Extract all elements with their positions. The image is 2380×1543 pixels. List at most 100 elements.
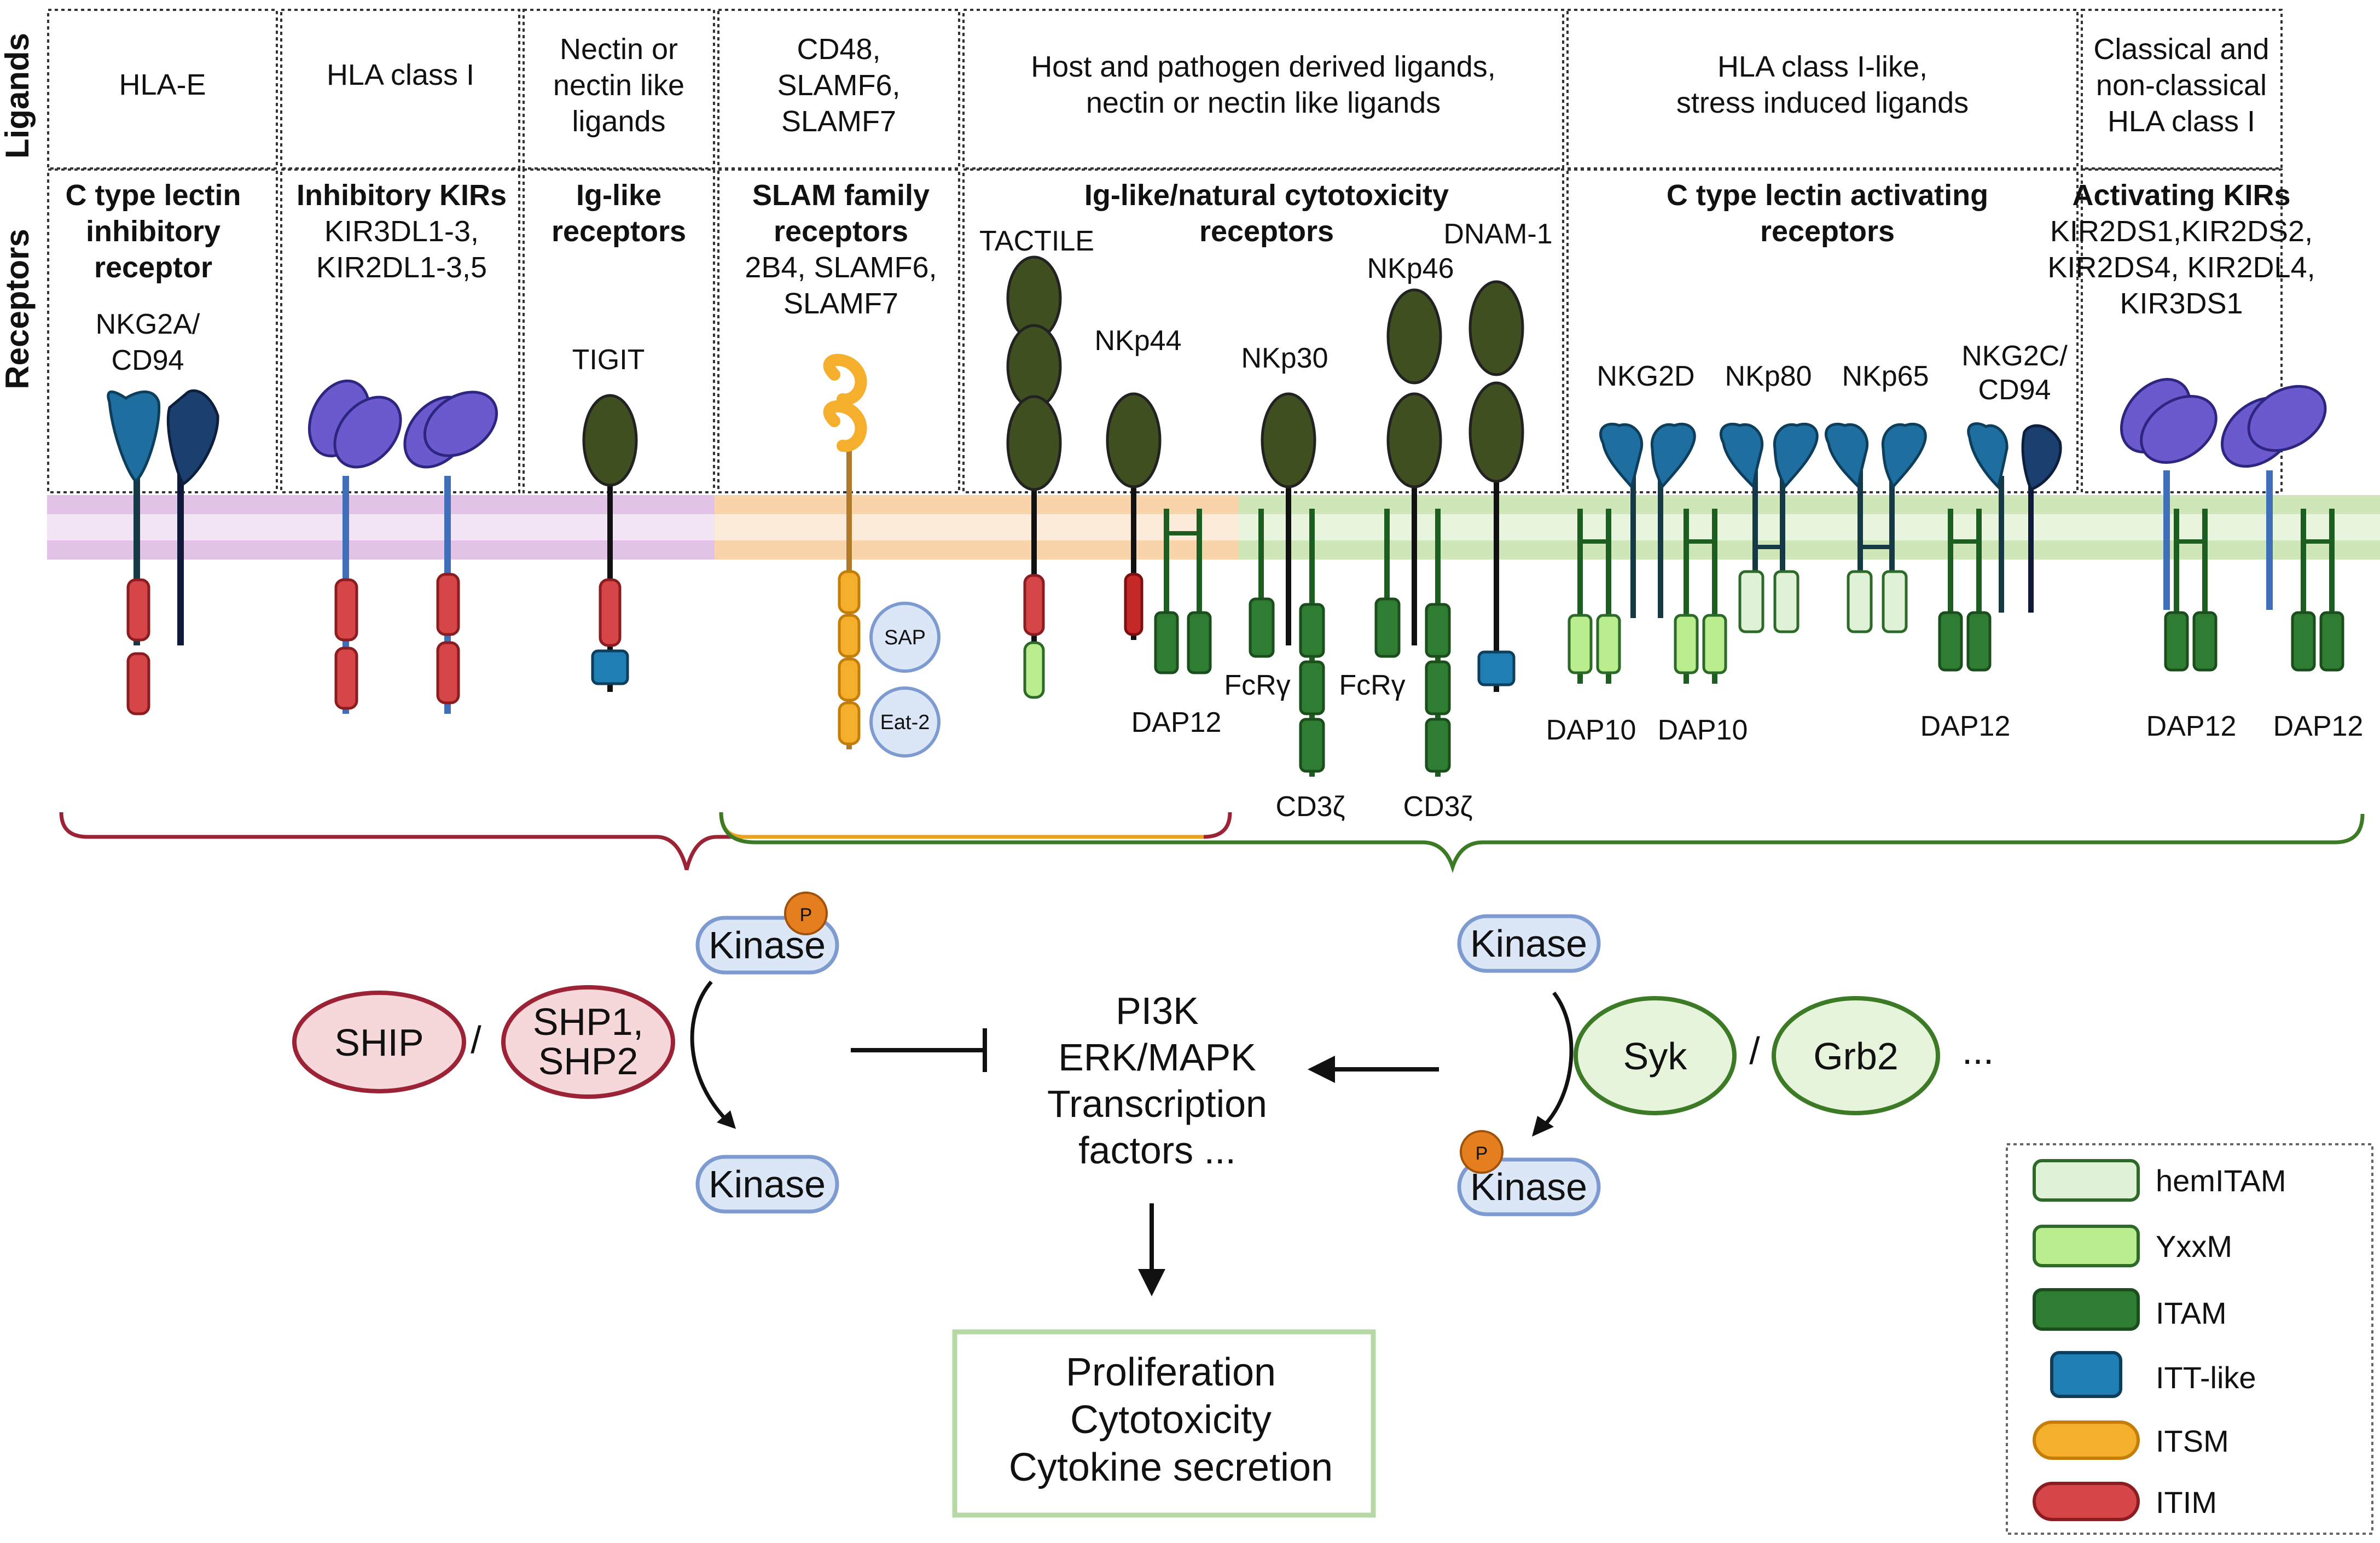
legend-item-hemitam: hemITAM [2033,1159,2286,1202]
activating-kir-receptor [2221,385,2327,610]
receptor-box-7 [2081,168,2283,493]
svg-text:Kinase: Kinase [709,1163,826,1206]
receptor-box-3 [523,168,715,493]
svg-text:DAP12: DAP12 [1920,711,2011,742]
svg-text:PI3K: PI3K [1116,989,1199,1032]
receptor-family-title: receptors [1199,215,1334,248]
receptor-family-title: receptor [94,251,212,284]
svg-text:SHIP: SHIP [334,1021,423,1064]
nkp44-receptor [1106,392,1162,640]
svg-text:Grb2: Grb2 [1813,1035,1899,1078]
inhibitory-kir-receptor [307,379,402,714]
receptor-family-members: KIR3DL1-3, [324,215,479,248]
ligand-text: Classical and [2093,33,2269,66]
svg-text:FcRγ: FcRγ [1224,669,1290,701]
receptor-family-title: receptors [552,215,686,248]
svg-text:FcRγ: FcRγ [1339,669,1405,701]
legend-item-yxxm: YxxM [2033,1225,2232,1267]
svg-text:DAP12: DAP12 [1131,707,1222,738]
receptor-family-titles: C type lectin inhibitory receptor Inhibi… [65,179,2315,320]
legend-swatch [2033,1225,2140,1267]
ligand-text: SLAMF6, [777,69,900,102]
svg-text:Kinase: Kinase [1470,922,1587,965]
receptor-family-title: C type lectin [65,179,241,212]
dap12-adaptor: DAP12 [1920,509,2011,742]
receptor-family-members: KIR3DS1 [2120,287,2243,320]
svg-text:DAP10: DAP10 [1658,714,1748,746]
inhibitory-kinase-phosphorylated: Kinase P [695,892,839,975]
motif-legend: hemITAM YxxM ITAM ITT-like ITSM ITIM [2006,1143,2373,1535]
receptor-family-title: C type lectin activating [1667,179,1988,212]
svg-text:DAP10: DAP10 [1546,714,1636,746]
ligand-text: ligands [572,105,665,138]
receptor-family-title: receptors [774,215,908,248]
receptor-box-5 [962,168,1564,493]
activating-kinase: Kinase [1457,914,1601,973]
inhibitory-kir-receptor [403,391,498,714]
slash: / [1749,1029,1760,1072]
ligand-text: SLAMF7 [781,105,896,138]
nkg2d-receptor [1599,422,1696,618]
dap10-adaptor: DAP10 [1546,509,1636,746]
receptor-family-title: Ig-like [576,179,661,212]
svg-text:ITSM: ITSM [2156,1424,2229,1458]
dap12-adaptor: DAP12 [1131,509,1222,738]
dap10-adaptor: DAP10 [1658,509,1748,746]
more-effectors-ellipsis: ... [1962,1029,1994,1072]
shp-node: SHP1, SHP2 [501,985,675,1099]
receptors-row-label: Receptors [0,229,36,389]
dnam1-label: DNAM-1 [1443,218,1552,250]
nkg2a-label: NKG2A/ [96,308,200,340]
phospho-label: P [1476,1143,1488,1164]
receptor-family-title: Ig-like/natural cytotoxicity [1084,179,1449,212]
functional-outcomes: Proliferation Cytotoxicity Cytokine secr… [952,1329,1376,1518]
dephosphorylation-arrow [690,980,729,1123]
svg-text:SHP2: SHP2 [538,1040,638,1082]
membrane-inner-band [47,514,2380,540]
legend-swatch [2050,1351,2122,1398]
receptor-family-title: SLAM family [752,179,930,212]
nkg2a-label: CD94 [112,345,184,376]
nkp44-label: NKp44 [1095,325,1182,357]
receptor-box-4 [717,168,960,493]
dnam1-receptor [1468,280,1524,692]
cell-membrane [47,495,2380,560]
ligand-box-5 [962,9,1564,170]
nkp30-receptor [1261,392,1316,645]
legend-item-itam: ITAM [2033,1288,2227,1331]
eat2-adaptor: Eat-2 [869,686,941,758]
ligand-text: nectin like [553,69,684,102]
slam-receptor [823,353,867,749]
svg-text:ITIM: ITIM [2156,1485,2217,1519]
nkg2c-label: NKG2C/ [1961,340,2068,372]
receptor-family-members: KIR2DL1-3,5 [316,251,487,284]
svg-text:Proliferation: Proliferation [1066,1350,1276,1394]
inhibitory-brace [59,812,1232,870]
syk-node: Syk [1574,996,1737,1115]
phosphorylation-arrow [1541,991,1574,1128]
receptor-family-title: Activating KIRs [2072,179,2290,212]
activating-brace [719,812,2365,874]
ligand-box-3 [523,9,715,170]
ligand-text: HLA class I [327,59,474,91]
nkp46-label: NKp46 [1367,253,1454,284]
receptor-box-6 [1566,168,2079,493]
legend-swatch [2033,1420,2140,1460]
ligand-text: HLA class I-like, [1717,50,1928,83]
nkg2c-label: CD94 [1978,374,2051,406]
receptor-family-title: Inhibitory KIRs [297,179,507,212]
activating-kinase-phosphorylated: Kinase P [1457,1130,1601,1216]
receptor-family-members: SLAMF7 [783,287,898,320]
phospho-label: P [800,905,812,925]
receptor-family-members: KIR2DS4, KIR2DL4, [2047,251,2315,284]
receptor-family-members: KIR2DS1,KIR2DS2, [2050,215,2313,248]
svg-text:hemITAM: hemITAM [2156,1163,2286,1198]
svg-text:CD3ζ: CD3ζ [1276,791,1345,823]
svg-text:SHP1,: SHP1, [533,1000,643,1043]
svg-text:DAP12: DAP12 [2146,711,2237,742]
svg-text:ITAM: ITAM [2156,1296,2227,1330]
ligands-row-label: Ligands [0,33,36,159]
legend-swatch [2033,1159,2140,1202]
receptor-box-2 [280,168,520,493]
slam-brace [719,812,1204,839]
